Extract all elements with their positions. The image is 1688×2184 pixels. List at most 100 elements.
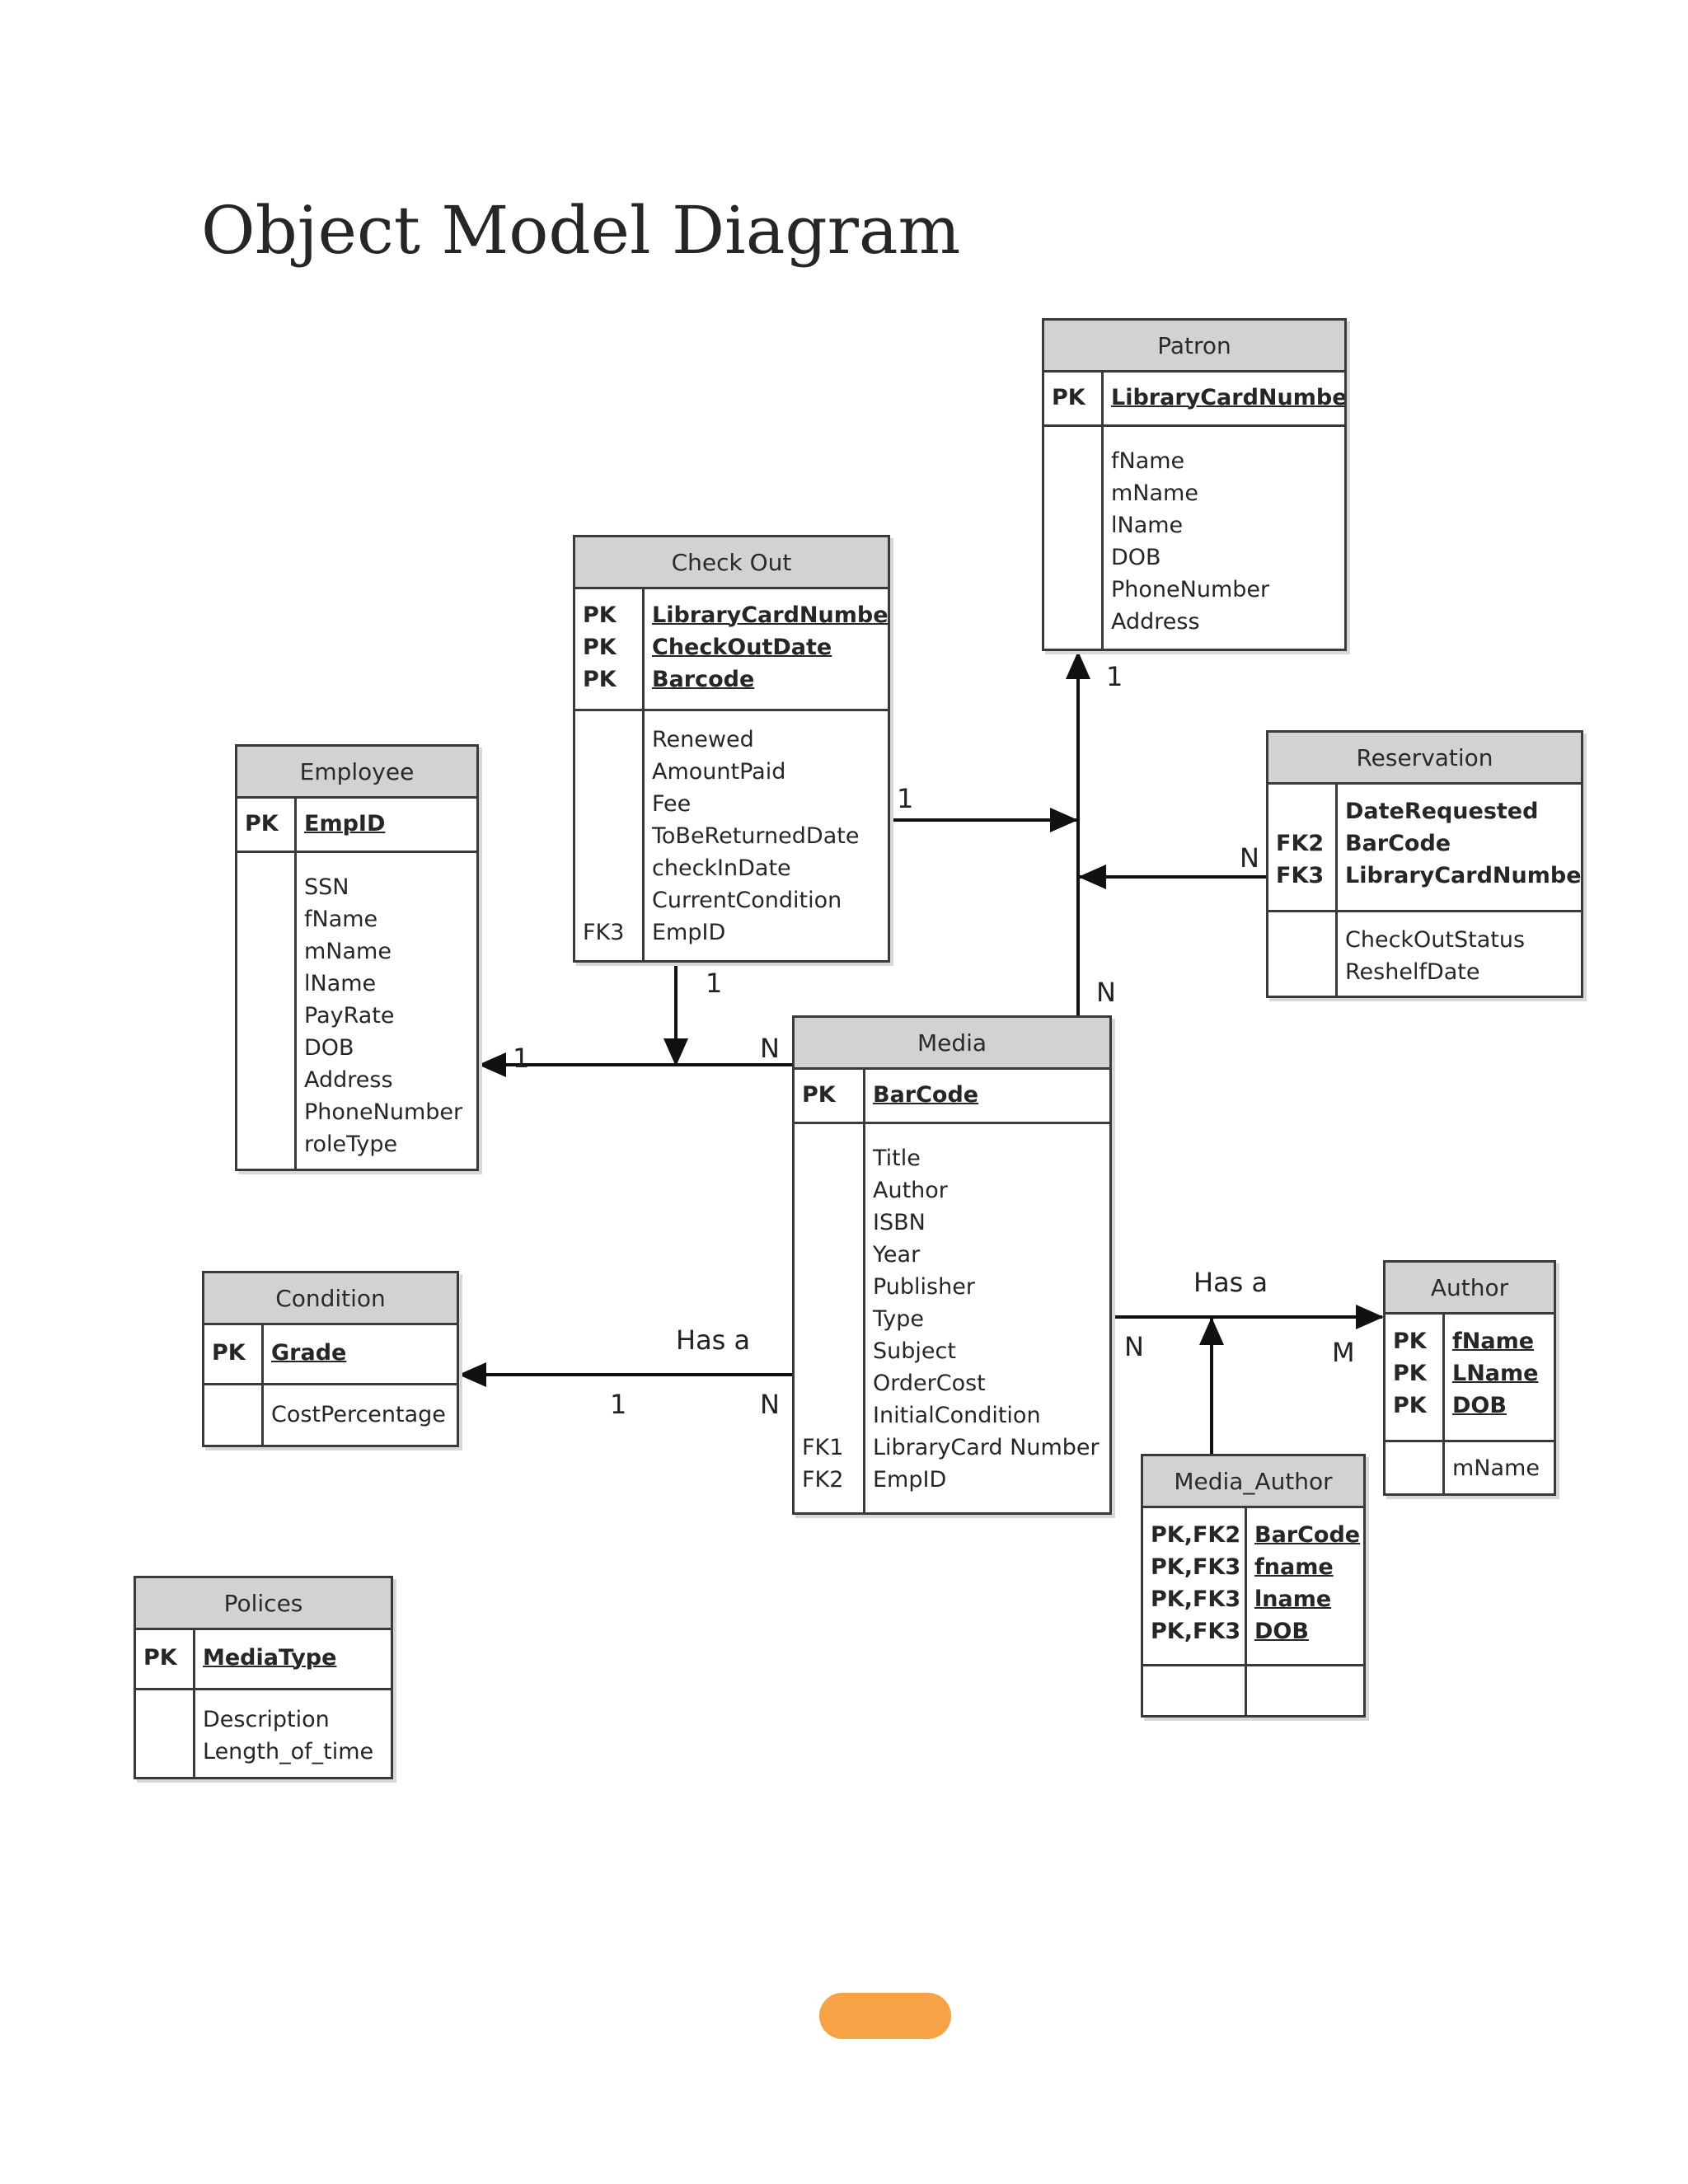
key-label: PK [583, 635, 617, 660]
key-label [583, 724, 642, 756]
entity-header: Condition [204, 1273, 457, 1325]
cardinality-label: 1 [513, 1043, 530, 1074]
attribute-field: PhoneNumber [1111, 577, 1270, 602]
key-label: FK1 [802, 1435, 844, 1460]
key-label: PK [1052, 385, 1085, 410]
attribute-field: mName [1111, 480, 1198, 506]
key-label [583, 788, 642, 820]
attribute-field: Description [203, 1707, 330, 1732]
cardinality-label: N [1096, 977, 1116, 1008]
key-label [802, 1335, 863, 1367]
attribute-field: mName [304, 939, 392, 964]
attribute-field: DOB [1111, 545, 1161, 570]
entity-patron[interactable]: Patron PK LibraryCardNumber fName mName … [1042, 318, 1347, 651]
entity-header: Patron [1044, 321, 1344, 373]
attribute-field: CheckOutStatus [1345, 927, 1526, 953]
primary-key-field: fname [1254, 1554, 1334, 1580]
entity-header: Reservation [1268, 733, 1581, 785]
key-label: PK [802, 1082, 836, 1108]
attribute-field: roleType [304, 1132, 398, 1157]
key-label: FK3 [583, 920, 625, 945]
key-label: PK [1393, 1393, 1427, 1418]
attribute-field: lName [304, 971, 377, 996]
entity-header: Polices [136, 1578, 391, 1630]
attribute-field: fName [1111, 448, 1185, 474]
relationship-label: Has a [1193, 1267, 1268, 1298]
entity-header: Media_Author [1143, 1456, 1363, 1508]
page-number-badge [819, 1993, 951, 2039]
entity-media-author[interactable]: Media_Author PK,FK2 PK,FK3 PK,FK3 PK,FK3… [1141, 1454, 1366, 1718]
cardinality-label: M [1332, 1337, 1355, 1368]
primary-key-field: LName [1452, 1361, 1539, 1386]
entity-author[interactable]: Author PK PK PK fName LName DOB mName [1383, 1260, 1556, 1496]
key-label [802, 1271, 863, 1303]
primary-key-field: DOB [1452, 1393, 1507, 1418]
entity-polices[interactable]: Polices PK MediaType Description Length_… [134, 1576, 393, 1779]
entity-reservation[interactable]: Reservation FK2 FK3 DateRequested BarCod… [1266, 730, 1583, 998]
attribute-field: Year [873, 1242, 921, 1268]
primary-key-field: BarCode [1254, 1522, 1361, 1548]
attribute-field: lName [1111, 513, 1184, 538]
key-label [802, 1174, 863, 1207]
attribute-field: Title [873, 1146, 921, 1171]
key-label [802, 1303, 863, 1335]
key-label: PK,FK3 [1151, 1554, 1241, 1580]
key-label: FK3 [1276, 863, 1325, 888]
key-label [802, 1399, 863, 1432]
attribute-field: Renewed [652, 727, 754, 752]
attribute-field: ISBN [873, 1210, 926, 1235]
key-label [583, 852, 642, 884]
key-label: PK [1393, 1361, 1427, 1386]
key-label: FK2 [802, 1467, 844, 1493]
primary-key-field: BarCode [873, 1082, 979, 1108]
entity-check-out[interactable]: Check Out PK PK PK LibraryCardNumber Che… [573, 535, 890, 963]
attribute-field: EmpID [652, 920, 726, 945]
attribute-field: EmpID [873, 1467, 947, 1493]
cardinality-label: 1 [1106, 661, 1123, 692]
attribute-field: mName [1452, 1455, 1540, 1481]
attribute-field: Address [1111, 609, 1200, 635]
entity-employee[interactable]: Employee PK EmpID SSN fName mName lName … [235, 744, 479, 1171]
attribute-field: Length_of_time [203, 1739, 374, 1765]
attribute-field: LibraryCard Number [873, 1435, 1100, 1460]
key-label: PK [583, 667, 617, 692]
entity-media[interactable]: Media PK BarCode FK1 FK2 Title Author IS… [792, 1015, 1112, 1515]
primary-key-field: LibraryCardNumber [1111, 385, 1344, 410]
attribute-field: CurrentCondition [652, 888, 842, 913]
cardinality-label: 1 [610, 1389, 627, 1420]
key-label [583, 884, 642, 916]
attribute-field: Address [304, 1067, 393, 1093]
attribute-field: InitialCondition [873, 1403, 1041, 1428]
attribute-field: OrderCost [873, 1371, 986, 1396]
cardinality-label: N [1240, 842, 1259, 874]
primary-key-field: Barcode [652, 667, 755, 692]
page-title: Object Model Diagram [201, 192, 961, 269]
key-label [583, 820, 642, 852]
key-label: PK [1393, 1329, 1427, 1354]
key-label: PK,FK3 [1151, 1586, 1241, 1612]
entity-condition[interactable]: Condition PK Grade CostPercentage [202, 1271, 459, 1447]
entity-header: Employee [237, 747, 476, 799]
attribute-field: Fee [652, 791, 692, 817]
attribute-field: Type [873, 1306, 925, 1332]
key-label: PK [583, 602, 617, 628]
attribute-field: ToBeReturnedDate [652, 823, 860, 849]
key-label [802, 1239, 863, 1271]
key-label [802, 1142, 863, 1174]
cardinality-label: 1 [897, 783, 914, 814]
attribute-field: PayRate [304, 1003, 395, 1029]
key-label: PK,FK2 [1151, 1522, 1241, 1548]
entity-header: Check Out [575, 537, 888, 589]
attribute-field: Author [873, 1178, 948, 1203]
cardinality-label: N [1124, 1331, 1144, 1362]
key-label: PK [212, 1340, 246, 1366]
cardinality-label: 1 [706, 968, 723, 999]
entity-header: Media [795, 1018, 1109, 1070]
attribute-field: SSN [304, 874, 349, 900]
key-label: FK2 [1276, 831, 1325, 856]
key-label [583, 756, 642, 788]
key-field: DateRequested [1345, 799, 1539, 824]
primary-key-field: DOB [1254, 1619, 1309, 1644]
primary-key-field: CheckOutDate [652, 635, 832, 660]
